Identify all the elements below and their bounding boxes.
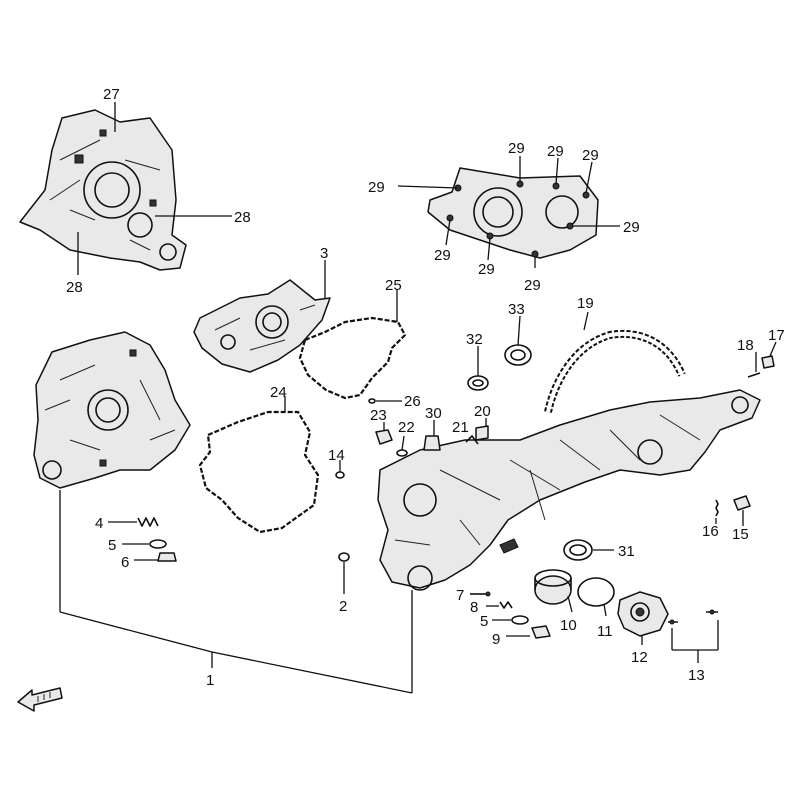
callout-32: 32	[466, 331, 483, 348]
callout-29-top-1: 29	[508, 140, 525, 157]
leader-10	[567, 595, 573, 613]
callout-31: 31	[618, 543, 635, 560]
callout-19: 19	[577, 295, 594, 312]
part-15-cap	[733, 495, 751, 511]
part-9-plug	[531, 625, 551, 639]
leader-1-bracket	[59, 490, 413, 694]
part-21-clip	[465, 435, 479, 445]
part-4-spring	[137, 517, 159, 527]
callout-16: 16	[702, 523, 719, 540]
part-18-pin	[747, 372, 761, 378]
callout-4: 4	[95, 515, 103, 532]
part-23-fitting	[375, 429, 393, 445]
callout-29-right: 29	[623, 219, 640, 236]
callout-7: 7	[456, 587, 464, 604]
callout-29-top-3: 29	[582, 147, 599, 164]
callout-6: 6	[121, 554, 129, 571]
part-5-o-ring-left	[149, 539, 167, 549]
callout-30: 30	[425, 405, 442, 422]
leader-33	[517, 315, 521, 346]
callout-28-bottom: 28	[66, 279, 83, 296]
part-32-seal	[467, 375, 489, 391]
callout-9: 9	[492, 631, 500, 648]
part-29-right-cover	[427, 167, 599, 259]
callout-28-right: 28	[234, 209, 251, 226]
leader-11	[603, 603, 607, 617]
callout-11: 11	[597, 623, 613, 640]
part-27-left-cover	[19, 109, 187, 271]
part-8-spring	[499, 601, 513, 609]
leader-19	[583, 311, 589, 331]
callout-18: 18	[737, 337, 754, 354]
part-1-right-crankcase	[377, 389, 761, 591]
part-30-sensor	[423, 435, 441, 451]
part-25-gasket	[298, 316, 407, 400]
part-1-left-crankcase	[33, 331, 191, 489]
callout-13: 13	[688, 667, 705, 684]
callout-5-left: 5	[108, 537, 116, 554]
leader-17	[769, 341, 777, 357]
part-20-bracket	[475, 425, 489, 441]
part-33-seal	[504, 344, 532, 366]
callout-29-left: 29	[368, 179, 385, 196]
callout-29-bottom-3: 29	[524, 277, 541, 294]
part-3-cover	[193, 279, 331, 373]
part-16-spring	[715, 499, 719, 517]
callout-26: 26	[404, 393, 421, 410]
part-31-seal	[563, 539, 593, 561]
callout-17: 17	[768, 327, 785, 344]
callout-8: 8	[470, 599, 478, 616]
part-14-dowel	[335, 471, 345, 479]
leader-22	[401, 435, 405, 451]
part-19-arc-strip	[544, 330, 686, 413]
callout-12: 12	[631, 649, 648, 666]
callout-29-bottom-1: 29	[434, 247, 451, 264]
callout-25: 25	[385, 277, 402, 294]
callout-27: 27	[103, 86, 120, 103]
part-22-washer	[396, 449, 408, 457]
part-13-bolts	[668, 609, 718, 625]
callout-22: 22	[398, 419, 415, 436]
callout-1: 1	[206, 672, 214, 689]
callout-29-top-2: 29	[547, 143, 564, 160]
front-direction-arrow-icon	[17, 687, 63, 712]
part-26-pin	[368, 398, 376, 404]
part-17-clip	[761, 355, 775, 369]
callout-20: 20	[474, 403, 491, 420]
callout-3: 3	[320, 245, 328, 262]
part-12-pump-cover	[617, 591, 669, 637]
part-11-o-ring	[577, 577, 615, 607]
part-2-dowel	[338, 552, 350, 562]
callout-33: 33	[508, 301, 525, 318]
callout-2: 2	[339, 598, 347, 615]
callout-5-right: 5	[480, 613, 488, 630]
part-6-plug	[157, 552, 177, 562]
part-5-o-ring-right	[511, 615, 529, 625]
part-24-gasket	[198, 410, 320, 534]
leader-13-bracket	[671, 620, 719, 663]
callout-29-bottom-2: 29	[478, 261, 495, 278]
callout-10: 10	[560, 617, 577, 634]
callout-24: 24	[270, 384, 287, 401]
part-7-pin	[470, 591, 491, 597]
callout-14: 14	[328, 447, 345, 464]
callout-23: 23	[370, 407, 387, 424]
callout-21: 21	[452, 419, 469, 436]
part-10-filter	[534, 569, 572, 605]
leaders-29	[397, 156, 620, 268]
callout-15: 15	[732, 526, 749, 543]
